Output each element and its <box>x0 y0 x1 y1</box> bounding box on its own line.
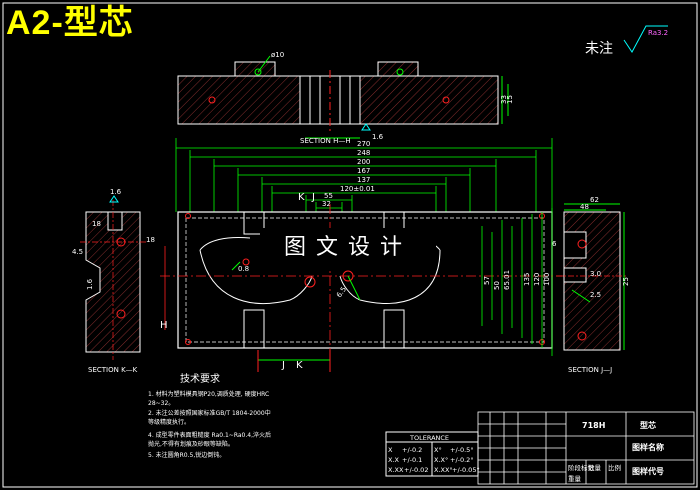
svg-text:比例: 比例 <box>608 463 621 472</box>
roughness-value: Ra3.2 <box>648 29 669 37</box>
svg-text:4.5: 4.5 <box>72 248 83 256</box>
svg-text:1. 材料为塑料模具钢P20,调质处理, 硬度HRC: 1. 材料为塑料模具钢P20,调质处理, 硬度HRC <box>148 390 269 398</box>
svg-text:+/-0.1: +/-0.1 <box>402 456 422 464</box>
svg-text:+/-0.2: +/-0.2 <box>402 446 422 454</box>
part-name-label: 图样名称 <box>632 442 664 452</box>
svg-text:55: 55 <box>324 192 333 200</box>
svg-text:等级精度执行。: 等级精度执行。 <box>148 418 190 426</box>
notes-heading: 技术要求 <box>180 372 220 385</box>
top-view: ø10 33 15 SECTION H—H 1.6 <box>177 51 514 145</box>
roughness-symbol <box>623 25 668 53</box>
svg-text:2. 未注公差按照国家标准GB/T 1804-2000中: 2. 未注公差按照国家标准GB/T 1804-2000中 <box>148 409 271 417</box>
svg-text:1.6: 1.6 <box>110 188 122 196</box>
svg-text:15: 15 <box>506 95 514 104</box>
svg-text:1.6: 1.6 <box>86 278 94 290</box>
svg-text:65.01: 65.01 <box>503 270 511 290</box>
svg-text:3.0: 3.0 <box>590 270 601 278</box>
section-label-jj: SECTION J—J <box>568 366 612 374</box>
svg-text:18: 18 <box>92 220 101 228</box>
svg-text:X°: X° <box>434 446 442 454</box>
svg-text:62: 62 <box>590 196 599 204</box>
marker-k-top-left: K <box>298 192 305 203</box>
svg-text:+/-0.2°: +/-0.2° <box>450 456 474 464</box>
svg-text:135: 135 <box>523 273 531 286</box>
section-label-kk: SECTION K—K <box>88 366 138 374</box>
svg-text:50: 50 <box>493 281 501 290</box>
top-view-center-slot <box>299 75 361 125</box>
svg-text:阶段标记: 阶段标记 <box>568 463 595 472</box>
section-jj-view: 62 48 6 3.0 2.5 25 SECTION J—J <box>552 196 630 374</box>
svg-text:数量: 数量 <box>588 463 602 472</box>
svg-text:48: 48 <box>580 203 589 211</box>
svg-text:重量: 重量 <box>568 475 582 483</box>
svg-text:248: 248 <box>357 149 370 157</box>
part-name-value: 型芯 <box>640 420 656 430</box>
marker-j-bottom: J <box>281 360 285 371</box>
svg-text:4. 成型零件表面粗糙度 Ra0.1~Ra0.4,淬火后: 4. 成型零件表面粗糙度 Ra0.1~Ra0.4,淬火后 <box>148 431 271 439</box>
svg-text:200: 200 <box>357 158 370 166</box>
material-value: 718H <box>582 421 605 430</box>
svg-text:100: 100 <box>543 273 551 286</box>
svg-text:18: 18 <box>146 236 155 244</box>
top-view-boss-left <box>234 61 276 77</box>
svg-text:25: 25 <box>622 277 630 286</box>
hole-left <box>304 276 316 288</box>
top-view-boss-right <box>377 61 419 77</box>
svg-text:X.X°: X.X° <box>434 456 448 464</box>
svg-text:167: 167 <box>357 167 370 175</box>
tolerance-table: TOLERANCE X +/-0.2 X° +/-0.5° X.X +/-0.1… <box>385 431 480 477</box>
marker-j-top-right: J <box>311 192 315 203</box>
drawing-no-label: 图样代号 <box>632 466 664 476</box>
svg-text:0.8: 0.8 <box>238 265 249 273</box>
marker-h-left: H <box>160 320 168 331</box>
svg-text:270: 270 <box>357 140 370 148</box>
cavity-right <box>339 249 441 304</box>
slot-bottom-right <box>383 309 405 349</box>
svg-text:抛光,不得有划痕及砂眼等缺陷。: 抛光,不得有划痕及砂眼等缺陷。 <box>148 440 234 448</box>
svg-text:+/-0.5°: +/-0.5° <box>450 446 474 454</box>
main-view: 270 248 200 167 137 120±0.01 55 32 K J <box>160 138 568 372</box>
svg-text:TOLERANCE: TOLERANCE <box>409 434 449 442</box>
svg-text:28~32。: 28~32。 <box>148 400 174 407</box>
top-view-hole-left <box>208 96 216 104</box>
svg-text:32: 32 <box>322 200 331 208</box>
svg-text:57: 57 <box>483 276 491 285</box>
svg-text:33: 33 <box>500 95 508 104</box>
title-block <box>477 411 695 485</box>
svg-text:120±0.01: 120±0.01 <box>340 185 375 193</box>
marker-k-bottom: K <box>296 360 303 371</box>
right-dimension-chain <box>481 208 553 356</box>
svg-text:+/-0.05°: +/-0.05° <box>452 466 480 474</box>
svg-text:2.5: 2.5 <box>590 291 601 299</box>
svg-text:120: 120 <box>533 273 541 286</box>
svg-text:+/-0.02: +/-0.02 <box>404 466 428 474</box>
slot-bottom-left <box>243 309 265 349</box>
section-label-hh: SECTION H—H <box>300 137 351 145</box>
technical-notes: 技术要求 1. 材料为塑料模具钢P20,调质处理, 硬度HRC 28~32。 2… <box>148 372 271 459</box>
section-kk-view: 1.6 18 18 4.5 1.6 SECTION K—K <box>72 188 155 374</box>
top-dimension-chain <box>175 138 553 212</box>
svg-text:ø10: ø10 <box>271 51 284 59</box>
svg-text:X: X <box>388 446 393 454</box>
roughness-label: 未注 <box>585 41 613 57</box>
svg-text:6: 6 <box>552 240 557 248</box>
svg-text:X.X: X.X <box>388 456 400 464</box>
drawing-title: A2-型芯 <box>6 4 134 42</box>
svg-text:X.XX°: X.XX° <box>434 466 453 474</box>
top-view-hole-right <box>442 96 450 104</box>
svg-text:X.XX: X.XX <box>388 466 404 474</box>
svg-text:137: 137 <box>357 176 370 184</box>
watermark: 图文设计 <box>260 228 436 268</box>
svg-text:5. 未注圆角R0.5,锐边倒钝。: 5. 未注圆角R0.5,锐边倒钝。 <box>148 451 225 459</box>
svg-text:1.6: 1.6 <box>372 133 384 141</box>
